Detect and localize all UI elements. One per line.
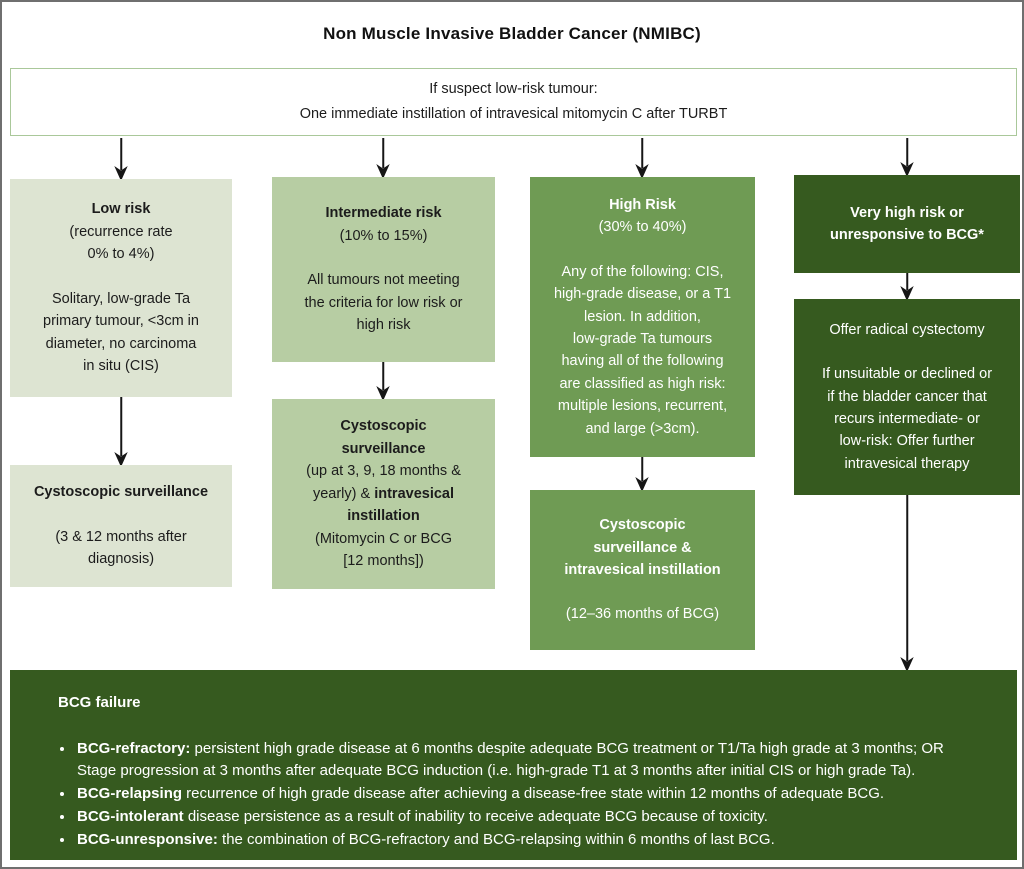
- arrow-down-icon: [376, 362, 390, 401]
- list-item: BCG-unresponsive: the combination of BCG…: [75, 829, 987, 851]
- intermediate-risk-title: Intermediate risk: [325, 205, 442, 222]
- initial-treatment-line2: One immediate instillation of intravesic…: [299, 106, 728, 122]
- very-high-risk-box: Very high risk or unresponsive to BCG*: [794, 175, 1020, 273]
- list-item: BCG-relapsing recurrence of high grade d…: [75, 783, 987, 805]
- low-risk-title: Low risk: [91, 201, 151, 218]
- arrow-down-icon: [900, 138, 914, 177]
- list-item: BCG-intolerant disease persistence as a …: [75, 806, 987, 828]
- intermediate-action-seg1: (up at 3, 9, 18 months & yearly) &: [306, 463, 461, 502]
- arrow-down-icon: [376, 138, 390, 179]
- high-risk-title: High Risk: [609, 196, 676, 213]
- intermediate-action-title: Cystoscopic surveillance: [340, 418, 427, 457]
- intermediate-risk-action-box: Cystoscopic surveillance (up at 3, 9, 18…: [272, 399, 495, 589]
- arrow-down-icon: [635, 138, 649, 179]
- high-risk-action-title: Cystoscopic surveillance & intravesical …: [564, 517, 721, 578]
- bullet-lead: BCG-refractory:: [77, 740, 191, 757]
- radical-cystectomy-body: If unsuitable or declined or if the blad…: [821, 366, 993, 472]
- arrow-down-icon: [114, 138, 128, 181]
- high-risk-body: Any of the following: CIS, high-grade di…: [553, 263, 732, 437]
- arrow-down-icon: [635, 457, 649, 492]
- intermediate-action-detail: (up at 3, 9, 18 months & yearly) & intra…: [282, 460, 485, 527]
- bullet-lead: BCG-unresponsive:: [77, 831, 218, 849]
- arrow-down-icon: [114, 397, 128, 467]
- low-risk-action-box: Cystoscopic surveillance (3 & 12 months …: [10, 465, 232, 587]
- list-item: BCG-refractory: persistent high grade di…: [75, 738, 987, 782]
- initial-treatment-line1: If suspect low-risk tumour:: [429, 80, 598, 97]
- low-risk-subtitle: (recurrence rate 0% to 4%): [69, 223, 173, 263]
- bcg-failure-heading: BCG failure: [58, 694, 141, 711]
- bullet-text: the combination of BCG-refractory and BC…: [217, 831, 775, 849]
- page-title: Non Muscle Invasive Bladder Cancer (NMIB…: [323, 24, 701, 43]
- bullet-text: recurrence of high grade disease after a…: [182, 785, 885, 803]
- bullet-text: disease persistence as a result of inabi…: [183, 808, 768, 826]
- low-risk-action-title: Cystoscopic surveillance: [33, 484, 209, 501]
- high-risk-action-box: Cystoscopic surveillance & intravesical …: [530, 490, 755, 650]
- intermediate-action-seg2: intravesical instillation: [347, 485, 455, 525]
- bullet-text: persistent high grade disease at 6 month…: [77, 740, 944, 780]
- intermediate-action-seg3: (Mitomycin C or BCG [12 months]): [315, 530, 452, 570]
- bcg-failure-list: BCG-refractory: persistent high grade di…: [58, 738, 987, 851]
- high-risk-subtitle: (30% to 40%): [598, 219, 687, 236]
- low-risk-body: Solitary, low-grade Ta primary tumour, <…: [43, 290, 199, 375]
- low-risk-box: Low risk (recurrence rate 0% to 4%) Soli…: [10, 179, 232, 397]
- bullet-lead: BCG-relapsing: [77, 785, 183, 803]
- intermediate-risk-subtitle: (10% to 15%): [339, 227, 428, 244]
- arrow-down-icon: [900, 273, 914, 301]
- very-high-risk-title: Very high risk or unresponsive to BCG*: [830, 204, 984, 243]
- bullet-lead: BCG-intolerant: [77, 808, 184, 826]
- high-risk-box: High Risk (30% to 40%) Any of the follow…: [530, 177, 755, 457]
- bcg-failure-box: BCG failure BCG-refractory: persistent h…: [10, 670, 1017, 860]
- high-risk-action-body: (12–36 months of BCG): [565, 606, 720, 623]
- initial-treatment-box: If suspect low-risk tumour: One immediat…: [10, 68, 1017, 136]
- radical-cystectomy-line: Offer radical cystectomy: [829, 321, 985, 338]
- intermediate-risk-box: Intermediate risk (10% to 15%) All tumou…: [272, 177, 495, 362]
- low-risk-action-body: (3 & 12 months after diagnosis): [55, 528, 187, 568]
- intermediate-risk-body: All tumours not meeting the criteria for…: [304, 272, 463, 334]
- very-high-risk-action-box: Offer radical cystectomy If unsuitable o…: [794, 299, 1020, 495]
- arrow-down-icon: [900, 495, 914, 672]
